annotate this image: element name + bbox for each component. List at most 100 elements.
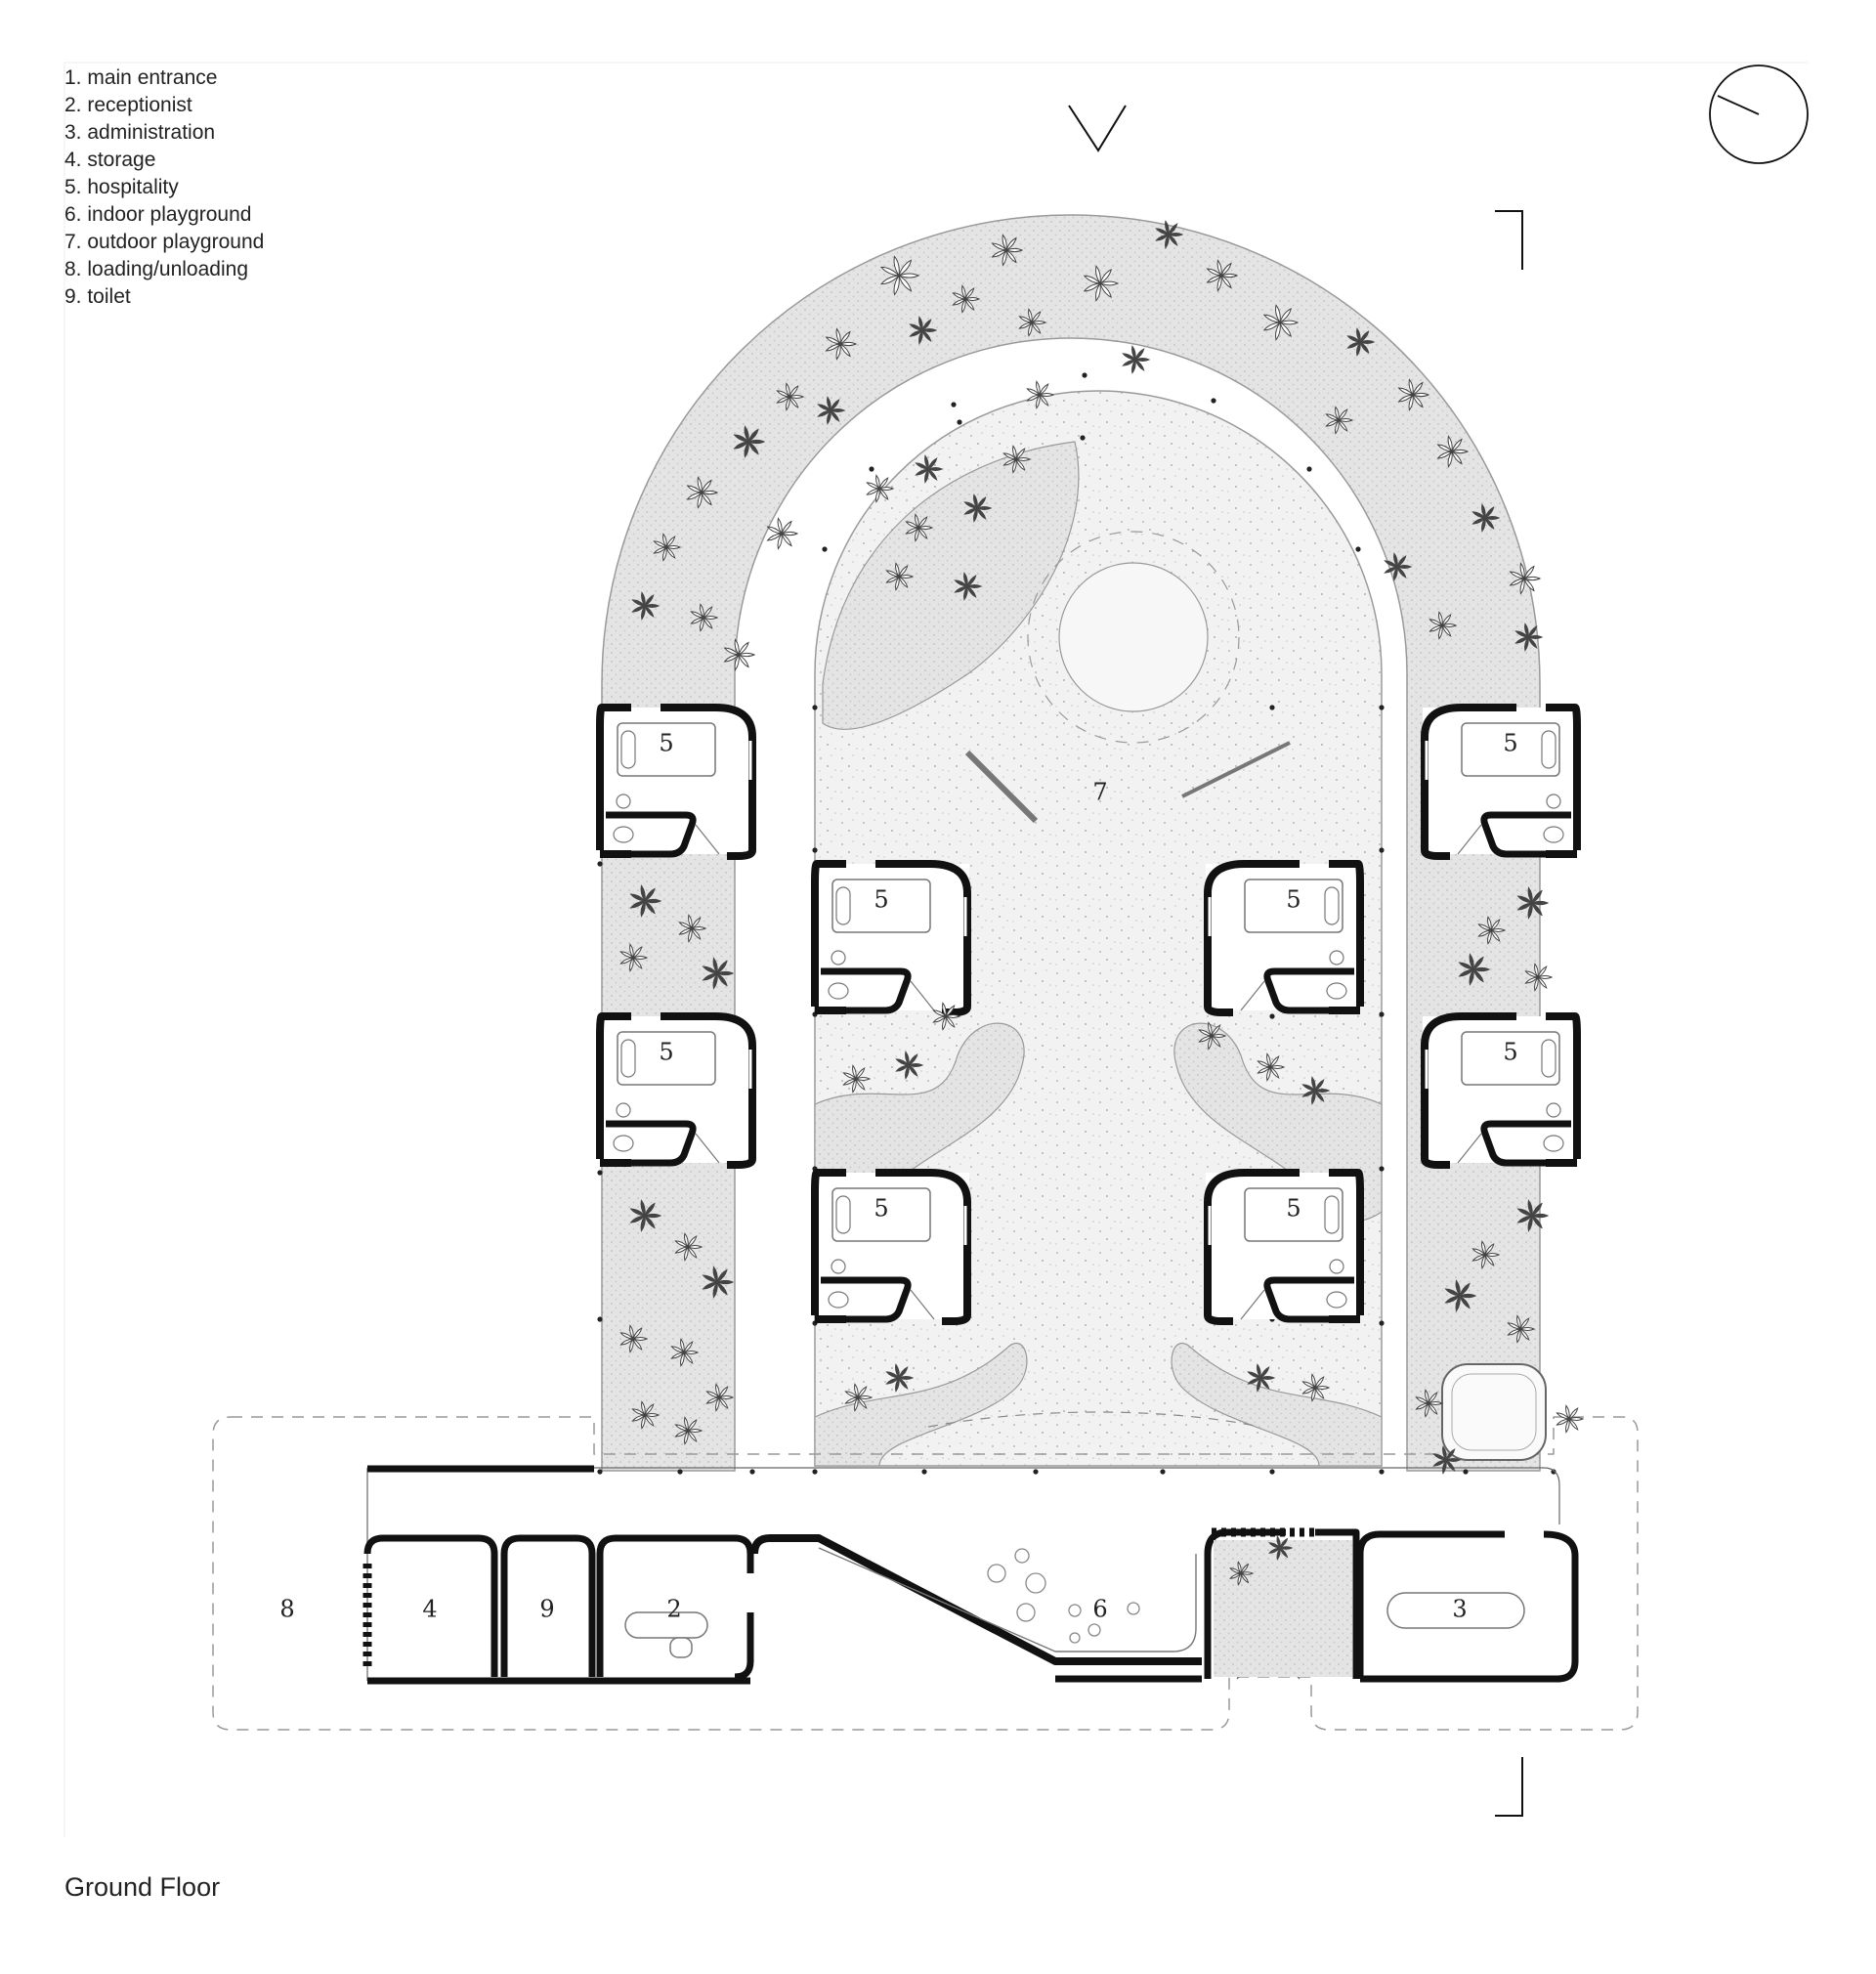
column xyxy=(1379,847,1385,853)
column xyxy=(597,1469,603,1475)
column xyxy=(1551,1469,1556,1475)
plant-icon xyxy=(817,396,846,425)
playground-planting-bottom xyxy=(814,1342,1028,1467)
column xyxy=(812,705,818,710)
hospitality-pod xyxy=(596,704,756,860)
hospitality-pod xyxy=(596,1012,756,1169)
column xyxy=(951,402,957,408)
label-hospitality: 5 xyxy=(874,886,888,914)
plant-icon xyxy=(766,517,799,550)
column xyxy=(677,1469,683,1475)
receptionist-room xyxy=(596,1534,754,1681)
column xyxy=(921,1469,927,1475)
label-hospitality: 5 xyxy=(874,1195,888,1223)
toilet-room xyxy=(500,1534,596,1677)
plant-icon xyxy=(1397,378,1430,411)
plant-icon xyxy=(1247,1363,1276,1393)
plant-icon xyxy=(702,957,735,990)
hospitality-pod xyxy=(1421,1012,1581,1169)
legend-item-storage: 4. storage xyxy=(64,149,156,171)
column xyxy=(1160,1469,1166,1475)
plant-icon xyxy=(1514,622,1544,652)
plant-icon xyxy=(825,327,858,361)
plant-icon xyxy=(842,1064,872,1094)
plant-icon xyxy=(631,1400,661,1430)
plant-icon xyxy=(895,1051,924,1080)
plant-icon xyxy=(776,382,805,411)
plant-icon xyxy=(1432,1445,1462,1475)
plant-icon xyxy=(866,474,895,503)
column xyxy=(812,847,818,853)
legend-item-toilet: 9. toilet xyxy=(64,285,131,308)
label-administration: 3 xyxy=(1452,1596,1467,1623)
plant-icon xyxy=(1301,1076,1331,1105)
hospitality-pod xyxy=(1204,1169,1364,1325)
sand-circle xyxy=(1058,562,1209,712)
administration-room xyxy=(1356,1530,1579,1683)
column xyxy=(869,466,874,472)
hospitality-pod xyxy=(1421,704,1581,860)
plant-icon xyxy=(653,533,682,562)
pond xyxy=(1441,1363,1547,1461)
plant-icon xyxy=(674,1416,704,1445)
plant-icon xyxy=(702,1266,735,1299)
plants xyxy=(619,220,1585,1586)
plant-icon xyxy=(1155,220,1184,249)
playground-planting-top xyxy=(822,441,1080,730)
plant-icon xyxy=(1262,304,1300,341)
column xyxy=(1082,372,1087,378)
plant-icon xyxy=(1002,445,1032,474)
plant-icon xyxy=(885,562,915,591)
plant-icon xyxy=(1268,1535,1294,1561)
legend-item-main-entrance: 1. main entrance xyxy=(64,66,218,89)
plant-icon xyxy=(1471,1240,1501,1269)
legend-item-loading: 8. loading/unloading xyxy=(64,258,248,280)
label-outdoor-playground: 7 xyxy=(1092,779,1107,806)
plant-icon xyxy=(915,454,944,484)
column xyxy=(822,546,828,552)
plant-icon xyxy=(705,1383,735,1412)
plant-icon xyxy=(1458,953,1491,986)
label-storage: 4 xyxy=(422,1596,437,1623)
legend: 1. main entrance 2. receptionist 3. admi… xyxy=(64,64,264,311)
legend-item-indoor-playground: 6. indoor playground xyxy=(64,203,252,226)
column xyxy=(1379,1011,1385,1017)
column xyxy=(1379,1166,1385,1172)
label-hospitality: 5 xyxy=(1503,1039,1517,1066)
column xyxy=(957,419,962,425)
plant-icon xyxy=(963,494,993,523)
indoor-play-circles xyxy=(987,1548,1140,1644)
plant-icon xyxy=(670,1338,700,1367)
plant-icon xyxy=(733,425,766,458)
column xyxy=(1080,435,1086,441)
plant-icon xyxy=(629,884,662,918)
plant-icon xyxy=(1198,1021,1227,1051)
plant-icon xyxy=(905,513,934,542)
plant-icon xyxy=(723,638,756,671)
frame-lines xyxy=(64,62,1808,1837)
label-indoor-playground: 6 xyxy=(1092,1596,1107,1623)
plant-icon xyxy=(678,914,707,943)
column xyxy=(1463,1469,1469,1475)
plant-icon xyxy=(1384,552,1413,581)
column xyxy=(1033,1469,1039,1475)
label-toilet: 9 xyxy=(539,1596,554,1623)
plant-icon xyxy=(674,1232,704,1262)
plant-icon xyxy=(1301,1373,1331,1402)
legend-item-receptionist: 2. receptionist xyxy=(64,94,192,116)
column xyxy=(749,1469,755,1475)
label-hospitality: 5 xyxy=(659,1039,673,1066)
section-marker-icon xyxy=(1495,1757,1523,1817)
plant-icon xyxy=(1206,259,1239,292)
plant-icon xyxy=(954,572,983,601)
plant-icon xyxy=(1346,327,1376,357)
plant-icon xyxy=(1524,963,1554,992)
legend-item-outdoor-playground: 7. outdoor playground xyxy=(64,231,265,253)
plant-icon xyxy=(1257,1052,1286,1082)
label-hospitality: 5 xyxy=(659,730,673,757)
plant-icon xyxy=(1556,1404,1585,1434)
plant-icon xyxy=(1444,1279,1477,1312)
hospitality-pod xyxy=(811,860,971,1016)
plant-icon xyxy=(1507,1314,1536,1344)
